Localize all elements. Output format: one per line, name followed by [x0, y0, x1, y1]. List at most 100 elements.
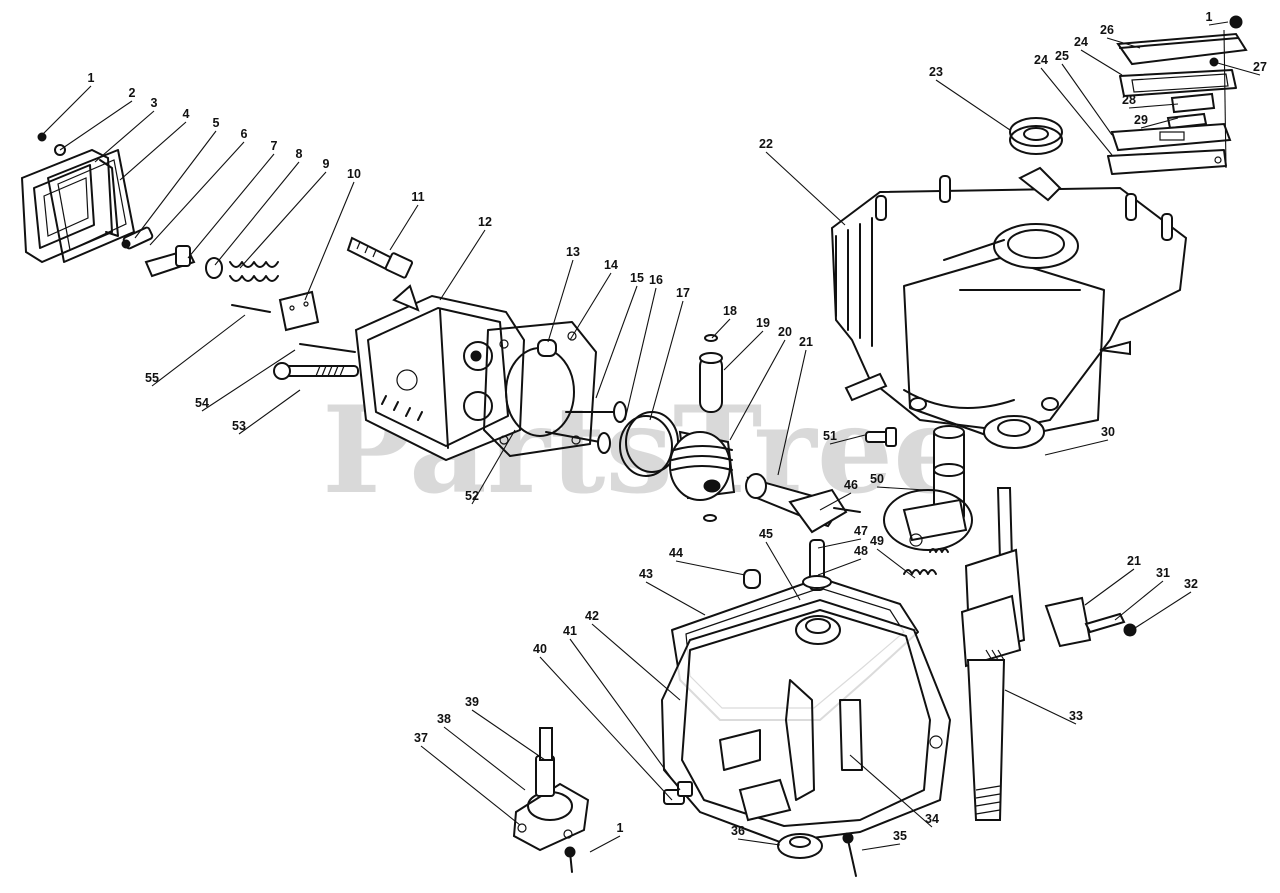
callout-leader-c37 — [420, 745, 521, 826]
callout-label-c17: 17 — [676, 286, 690, 300]
dowel-sleeve — [743, 569, 761, 589]
callout-label-c51: 51 — [823, 429, 837, 443]
callout-leader-c7 — [187, 153, 275, 259]
callout-leader-c38 — [443, 726, 526, 791]
oil-seal-top — [1009, 117, 1063, 155]
callout-label-c31: 31 — [1156, 566, 1170, 580]
rocker-arm — [144, 245, 196, 278]
callout-label-c44: 44 — [669, 546, 683, 560]
cylinder-block — [830, 166, 1188, 441]
callout-leader-c53 — [238, 389, 301, 435]
callout-label-c45: 45 — [759, 527, 773, 541]
callout-label-c6: 6 — [241, 127, 248, 141]
callout-label-c1c: 1 — [617, 821, 624, 835]
callout-label-c42: 42 — [585, 609, 599, 623]
breather-reed — [1166, 92, 1216, 130]
callout-leader-c17 — [649, 300, 684, 421]
callout-leader-c40 — [539, 656, 673, 801]
callout-leader-c32 — [1134, 591, 1192, 629]
spark-plug — [346, 236, 414, 279]
intake-exhaust-valves — [545, 401, 627, 454]
governor-spring — [903, 548, 949, 575]
callout-leader-c34 — [849, 754, 933, 828]
con-rod-bolt — [865, 427, 897, 447]
breather-body — [1110, 122, 1232, 152]
breather-screw — [1209, 29, 1227, 169]
valve-spring-retainer — [205, 257, 223, 279]
callout-leader-c15 — [595, 285, 638, 399]
callout-label-c10: 10 — [347, 167, 361, 181]
oil-pump — [512, 727, 590, 852]
governor-gear — [883, 489, 973, 551]
callout-label-c29: 29 — [1134, 113, 1148, 127]
callout-leader-c31 — [1114, 580, 1164, 621]
callout-label-c47: 47 — [854, 524, 868, 538]
callout-label-c36: 36 — [731, 824, 745, 838]
callout-leader-c1c — [589, 835, 621, 853]
callout-label-c53: 53 — [232, 419, 246, 433]
callout-label-c21a: 21 — [799, 335, 813, 349]
callout-leader-c23 — [935, 79, 1011, 131]
callout-label-c30: 30 — [1101, 425, 1115, 439]
callout-leader-c43 — [645, 581, 706, 616]
push-rods — [231, 304, 356, 353]
callout-label-c54: 54 — [195, 396, 209, 410]
callout-label-c5: 5 — [213, 116, 220, 130]
callout-label-c49: 49 — [870, 534, 884, 548]
main-bearing — [983, 415, 1045, 449]
breather-gasket-lower — [1107, 149, 1227, 175]
callout-label-c24a: 24 — [1074, 35, 1088, 49]
callout-label-c8: 8 — [296, 147, 303, 161]
callout-leader-c4 — [119, 121, 187, 181]
callout-label-c1a: 1 — [88, 71, 95, 85]
callout-leader-c54 — [201, 349, 296, 412]
callout-leader-c21a — [777, 349, 807, 476]
callout-label-c43: 43 — [639, 567, 653, 581]
callout-leader-c22 — [765, 151, 846, 226]
callout-label-c11: 11 — [411, 190, 424, 204]
crankcase-sump — [660, 598, 952, 844]
callout-leader-c50 — [876, 486, 926, 491]
callout-leader-c47 — [817, 538, 862, 549]
callout-leader-c42 — [591, 623, 681, 701]
callout-label-c37: 37 — [414, 731, 428, 745]
callout-label-c34: 34 — [925, 812, 939, 826]
connecting-rod — [745, 473, 861, 534]
callout-label-c38: 38 — [437, 712, 451, 726]
breather-cover — [1116, 32, 1248, 66]
callout-label-c14: 14 — [604, 258, 618, 272]
callout-leader-c1a — [41, 85, 92, 136]
callout-leader-c24b — [1040, 67, 1113, 156]
breather-screw-top — [1229, 15, 1243, 29]
callout-leader-c3 — [94, 110, 155, 163]
callout-label-c2: 2 — [129, 86, 136, 100]
callout-leader-c14 — [569, 272, 612, 341]
callout-leader-c19 — [723, 330, 764, 371]
callout-label-c24b: 24 — [1034, 53, 1048, 67]
head-bolt — [273, 362, 359, 380]
callout-label-c22: 22 — [759, 137, 773, 151]
valve-cover-screw — [37, 132, 66, 156]
callout-leader-c45 — [765, 541, 801, 601]
callout-leader-c16 — [624, 287, 657, 421]
callout-label-c46: 46 — [844, 478, 858, 492]
callout-label-c40: 40 — [533, 642, 547, 656]
piston — [669, 430, 736, 501]
nut — [1123, 623, 1137, 637]
callout-label-c7: 7 — [271, 139, 278, 153]
callout-label-c1b: 1 — [1206, 10, 1213, 24]
callout-leader-c20 — [729, 339, 786, 441]
callout-label-c23: 23 — [929, 65, 943, 79]
piston-pin-clips — [703, 334, 718, 522]
callout-label-c9: 9 — [323, 157, 330, 171]
callout-leader-c41 — [569, 638, 681, 791]
oil-filler-plug — [663, 781, 693, 805]
callout-label-c26: 26 — [1100, 23, 1114, 37]
valve-cover-gasket — [47, 149, 135, 263]
callout-leader-c1b — [1208, 21, 1229, 26]
valve-cover — [20, 148, 119, 264]
callout-leader-c33 — [1004, 689, 1077, 725]
callout-leader-c36 — [737, 838, 781, 846]
callout-label-c16: 16 — [649, 273, 663, 287]
